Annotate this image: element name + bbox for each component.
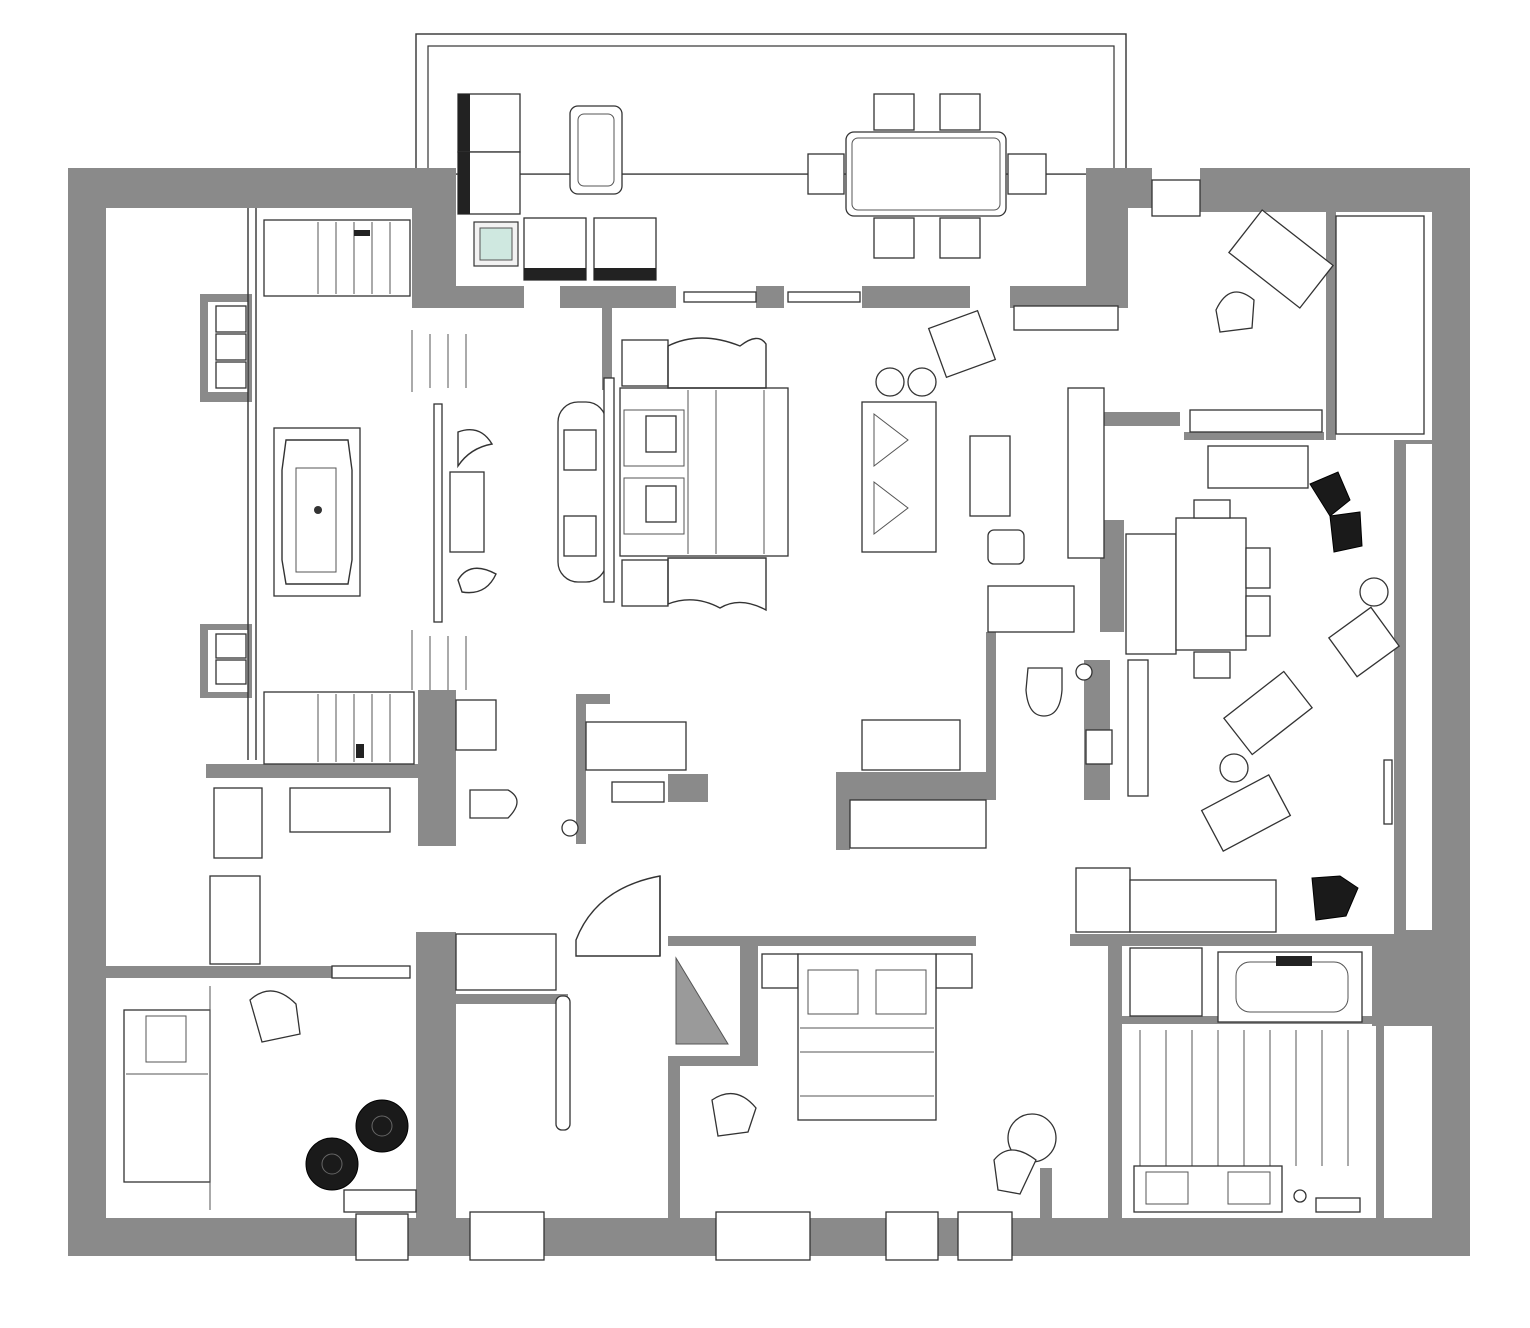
- single-bed: [123, 1009, 211, 1183]
- terrace-coffee-table: [569, 105, 623, 195]
- sofa: [861, 401, 937, 553]
- powder-room: [455, 699, 579, 837]
- master-bedroom: [557, 337, 789, 612]
- kitchen-table: [1175, 517, 1247, 651]
- master-bath: [215, 219, 497, 765]
- windows: [355, 179, 1201, 1261]
- kids-bedroom: [123, 965, 417, 1213]
- wc: [1025, 659, 1149, 797]
- closets: [209, 721, 987, 991]
- lounge: [1075, 209, 1425, 933]
- guest-bath: [1129, 947, 1363, 1213]
- corridor: [555, 875, 729, 1131]
- terrace: [415, 33, 1127, 281]
- kitchen-dining: [1125, 409, 1323, 679]
- terrace-lounge-chairs: [457, 93, 657, 281]
- master-bed: [619, 387, 789, 557]
- terrace-dining-table: [807, 93, 1047, 259]
- guest-bedroom: [711, 953, 1057, 1195]
- living-room: [861, 305, 1119, 771]
- guest-bed: [797, 953, 937, 1121]
